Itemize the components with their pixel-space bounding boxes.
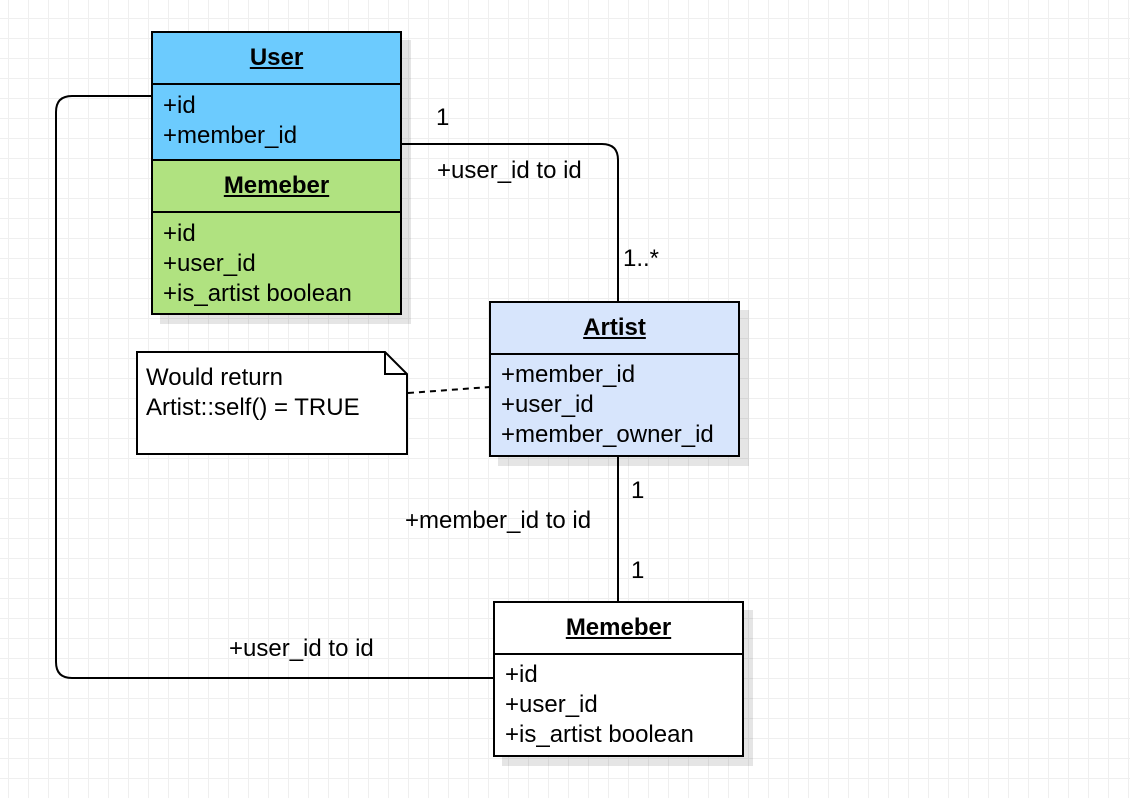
artist-class-attributes: +member_id +user_id +member_owner_id (491, 355, 738, 450)
artist-member-source-multiplicity: 1 (631, 477, 645, 504)
member-class-bottom-attribute: +user_id (505, 691, 598, 718)
artist-class-attribute: +member_id (501, 361, 636, 388)
user-class-attributes: +id +member_id (153, 85, 400, 151)
artist-class[interactable]: Artist +member_id +user_id +member_owner… (489, 301, 740, 457)
artist-class-attribute: +user_id (501, 391, 594, 418)
member-class-top[interactable]: Memeber +id +user_id +is_artist boolean (153, 161, 400, 313)
note-shape (136, 351, 408, 455)
user-artist-label: +user_id to id (437, 157, 582, 184)
note-text: Would return Artist::self() = TRUE (146, 363, 360, 423)
member-class-bottom-attribute: +is_artist boolean (505, 721, 694, 748)
member-class-top-title: Memeber (153, 161, 400, 213)
artist-member-target-multiplicity: 1 (631, 557, 645, 584)
member-class-top-attribute: +is_artist boolean (163, 280, 352, 307)
note-line: Artist::self() = TRUE (146, 394, 360, 421)
user-class-title: User (153, 33, 400, 85)
artist-member-label: +member_id to id (405, 507, 592, 534)
member-class-bottom-attributes: +id +user_id +is_artist boolean (495, 655, 742, 750)
user-artist-connector (400, 143, 619, 302)
user-class-attribute: +member_id (163, 122, 298, 149)
note[interactable]: Would return Artist::self() = TRUE (136, 351, 408, 455)
user-member-connector (55, 95, 494, 679)
member-class-bottom[interactable]: Memeber +id +user_id +is_artist boolean (493, 601, 744, 757)
user-artist-target-multiplicity: 1..* (623, 245, 660, 272)
member-class-bottom-attribute: +id (505, 661, 538, 688)
member-class-top-attribute: +user_id (163, 250, 256, 277)
artist-class-attribute: +member_owner_id (501, 421, 714, 448)
user-artist-source-multiplicity: 1 (436, 104, 450, 131)
user-class-attribute: +id (163, 92, 196, 119)
artist-class-title: Artist (491, 303, 738, 355)
user-member-stack[interactable]: User +id +member_id Memeber +id +user_id… (151, 31, 402, 315)
user-class[interactable]: User +id +member_id (153, 33, 400, 161)
user-member-label: +user_id to id (229, 635, 374, 662)
member-class-top-attribute: +id (163, 220, 196, 247)
note-connector (407, 386, 491, 394)
member-class-bottom-title: Memeber (495, 603, 742, 655)
note-line: Would return (146, 364, 283, 391)
member-class-top-attributes: +id +user_id +is_artist boolean (153, 213, 400, 309)
